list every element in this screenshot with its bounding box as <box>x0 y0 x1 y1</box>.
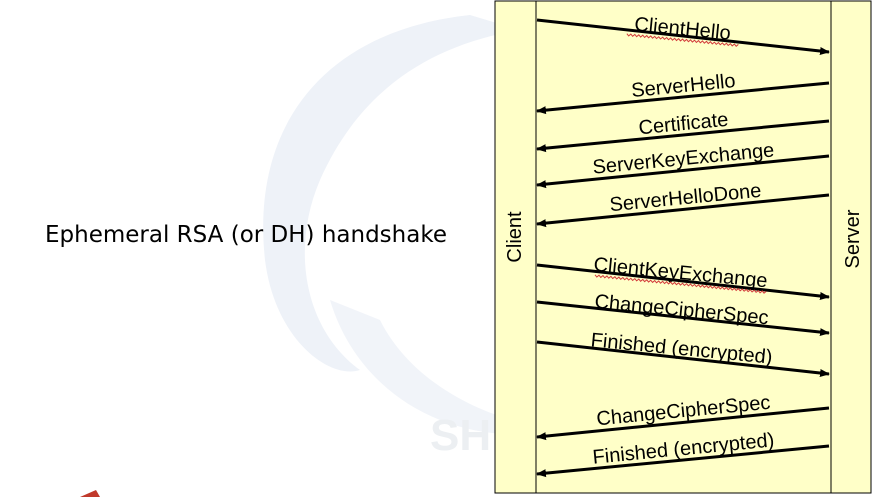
spellcheck-underline <box>626 33 739 47</box>
message-arrow <box>536 18 830 55</box>
watermark-red-mark <box>80 490 100 497</box>
message-arrow <box>536 444 830 478</box>
server-lane-label: Server <box>842 209 864 268</box>
slide-title: Ephemeral RSA (or DH) handshake <box>45 222 447 248</box>
client-lane-label: Client <box>504 211 526 263</box>
message-arrow <box>536 193 830 228</box>
message-arrow <box>536 340 830 377</box>
watermark-swirl-lower <box>330 300 560 435</box>
message-arrow <box>536 81 830 115</box>
message-arrow <box>536 300 830 337</box>
message-arrow <box>536 263 830 300</box>
message-arrow <box>536 154 830 189</box>
spellcheck-underline <box>594 274 767 294</box>
watermark-swirl <box>263 15 520 372</box>
message-arrow <box>536 119 830 153</box>
message-arrow <box>536 406 830 441</box>
watermark-text: SH <box>430 411 491 460</box>
